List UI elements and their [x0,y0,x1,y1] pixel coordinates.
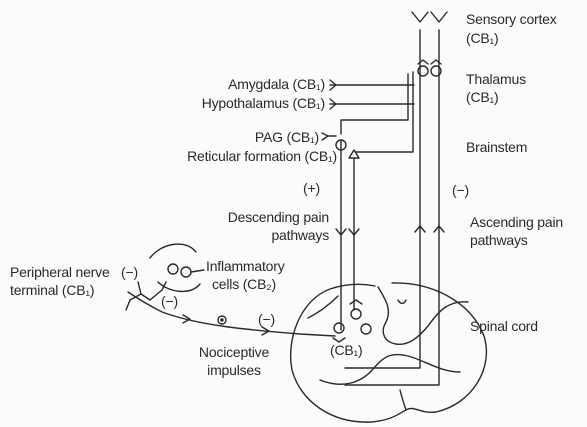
dorsal-neuron-1 [351,309,361,319]
peripheral-nerve-fiber [128,292,335,336]
descending-pathways-label-1: Descending pain [228,209,329,226]
spinal-receptor-label: (CB₁) [330,342,363,359]
nociceptive-impulses-label-2: impulses [184,362,284,379]
cord-midline [400,390,406,410]
inflammatory-curve [150,244,196,258]
inflammatory-curve-2 [158,282,200,291]
dorsal-neuron-2 [361,324,371,334]
terminal-branch-2 [138,282,141,294]
nerve-inhibition-sign-2: (−) [258,311,275,328]
terminal-branch-4 [126,300,130,310]
thalamus-label: Thalamus [466,71,526,88]
inflammatory-cell-1 [168,264,178,274]
sensory-cortex-label: Sensory cortex [466,11,557,28]
reticular-formation-label: Reticular formation (CB₁) [187,148,337,165]
nerve-inhibition-sign-1: (−) [161,293,178,310]
amygdala-label: Amygdala (CB₁) [228,76,325,93]
pag-label: PAG (CB₁) [255,129,319,146]
thalamus-receptor: (CB₁) [466,89,499,106]
brainstem-arrowhead [349,150,359,158]
spinal-cord-label: Spinal cord [470,318,538,335]
descending-pathway-line [341,140,354,330]
spinal-cord-outline [291,283,487,422]
ascending-pathways-label-1: Ascending pain [470,214,563,231]
dorsal-synapse-2 [350,300,362,304]
descending-sign: (+) [303,180,320,197]
peripheral-terminal-label-1: Peripheral nerve [10,264,110,281]
central-canal [398,300,406,303]
peripheral-terminal-label-2: terminal (CB₁) [10,282,94,299]
ascending-sign: (−) [452,182,469,199]
inflammatory-cells-label-2: cells (CB₂) [212,276,276,293]
terminal-inhibition-sign: (−) [121,264,138,281]
sensory-cortex-receptor: (CB₁) [466,30,499,47]
pag-bracket [322,133,328,140]
hypothalamus-label: Hypothalamus (CB₁) [202,95,325,112]
dorsal-neuron-3 [334,323,344,333]
ascending-pathway-line [345,30,439,385]
cortex-fork-left [412,12,428,22]
nociceptive-impulses-label-1: Nociceptive [184,344,284,361]
inflammatory-connector [191,270,204,272]
inflammatory-cell-2 [181,267,191,277]
brainstem-label: Brainstem [466,139,527,156]
gray-matter-dorsal-horn [378,287,468,344]
descending-pathways-label-2: pathways [271,227,329,244]
inflammatory-cells-label-1: Inflammatory [206,258,285,275]
cortex-fork-right [431,12,447,22]
impulse-marker-dot [221,319,223,321]
ascending-pathways-label-2: pathways [470,232,528,249]
